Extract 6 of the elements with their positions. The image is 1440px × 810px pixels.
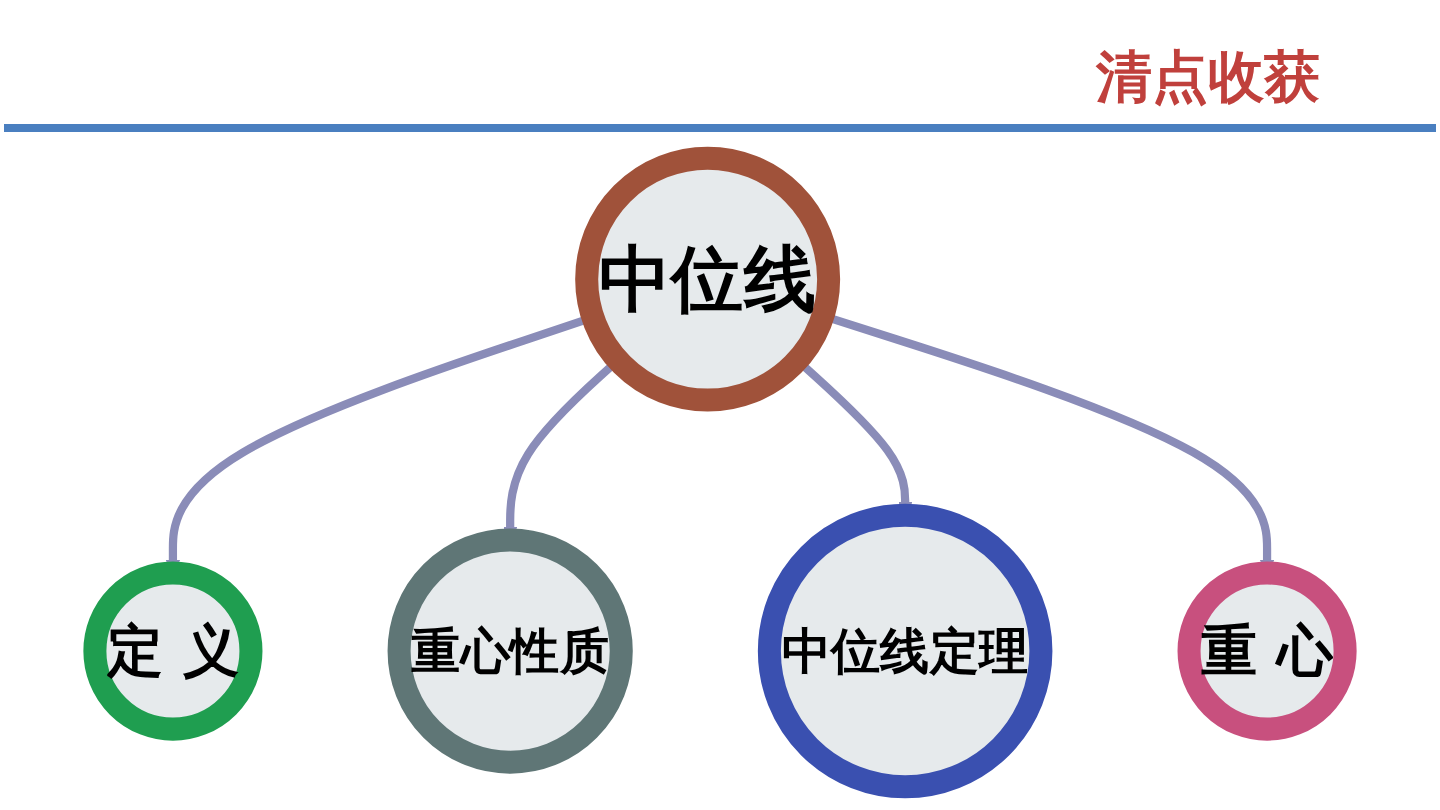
node-circle: 重 心	[1177, 561, 1357, 741]
node-circle: 中位线	[575, 146, 841, 412]
node-circle: 中位线定理	[757, 503, 1053, 799]
node-circle: 定 义	[83, 561, 263, 741]
slide-title: 清点收获	[1096, 43, 1320, 111]
node-circle: 重心性质	[387, 528, 633, 774]
